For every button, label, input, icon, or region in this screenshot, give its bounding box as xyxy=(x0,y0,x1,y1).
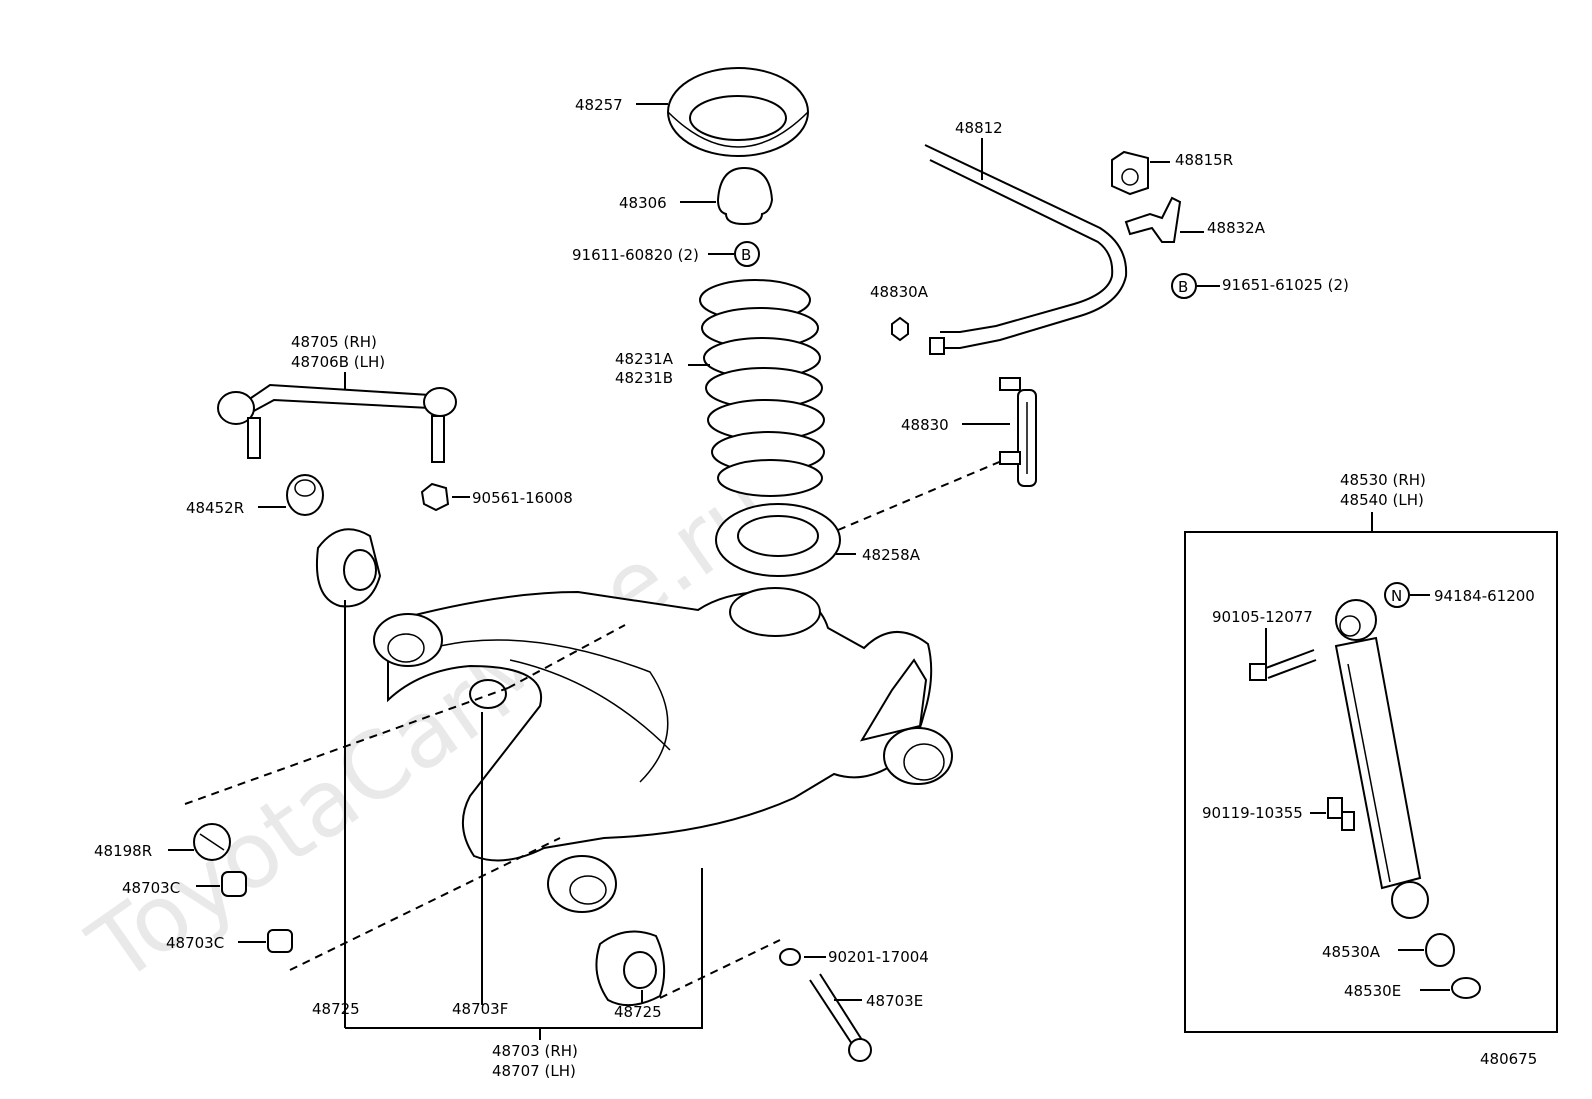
part-48725-left-label[interactable]: 48725 xyxy=(312,1000,360,1018)
coil-spring xyxy=(699,279,825,497)
hex-nut xyxy=(420,482,450,512)
part-48703c-top-label[interactable]: 48703C xyxy=(122,879,180,897)
part-48306-label[interactable]: 48306 xyxy=(619,194,667,212)
shock-absorber xyxy=(1334,599,1429,919)
part-48830a-label[interactable]: 48830A xyxy=(870,283,929,301)
part-90201-label[interactable]: 90201-17004 xyxy=(828,948,929,966)
part-48198r-label[interactable]: 48198R xyxy=(94,842,152,860)
part-90119-label[interactable]: 90119-10355 xyxy=(1202,804,1303,822)
part-48703f-label[interactable]: 48703F xyxy=(452,1000,508,1018)
part-91611-label[interactable]: 91611-60820 (2) xyxy=(572,246,699,264)
marker-n-icon xyxy=(1384,582,1410,608)
part-90561-label[interactable]: 90561-16008 xyxy=(472,489,573,507)
arm-bushing-left xyxy=(316,528,382,608)
part-48703rh-label[interactable]: 48703 (RH) xyxy=(492,1042,578,1060)
stabilizer-bar xyxy=(924,144,1128,355)
part-48258a-label[interactable]: 48258A xyxy=(862,546,921,564)
part-48705-label[interactable]: 48705 (RH) xyxy=(291,333,377,351)
part-48703e-label[interactable]: 48703E xyxy=(866,992,923,1010)
part-48231b-label[interactable]: 48231B xyxy=(615,369,673,387)
collar xyxy=(221,871,247,897)
marker-b-text: B xyxy=(1178,278,1188,296)
part-48725-right-label[interactable]: 48725 xyxy=(614,1003,662,1021)
stabilizer-bushing xyxy=(1111,150,1149,196)
part-48707lh-label[interactable]: 48707 (LH) xyxy=(492,1062,576,1080)
part-48530a-label[interactable]: 48530A xyxy=(1322,943,1381,961)
hex-nut xyxy=(891,316,909,342)
shock-cushion xyxy=(1425,933,1455,967)
part-94184-label[interactable]: 94184-61200 xyxy=(1434,587,1535,605)
rod-cushion xyxy=(286,474,324,516)
part-91651-label[interactable]: 91651-61025 (2) xyxy=(1222,276,1349,294)
washer xyxy=(779,948,801,966)
shock-absorber-box xyxy=(1184,531,1558,1033)
bump-stopper xyxy=(716,166,774,226)
marker-b-text: B xyxy=(741,246,751,264)
marker-b-icon xyxy=(1171,273,1197,299)
part-90105-label[interactable]: 90105-12077 xyxy=(1212,608,1313,626)
part-48703c-label[interactable]: 48703C xyxy=(166,934,224,952)
shock-upper-bolt xyxy=(1249,649,1317,681)
marker-b-icon xyxy=(734,241,760,267)
spring-upper-seat xyxy=(667,67,809,157)
part-48530e-label[interactable]: 48530E xyxy=(1344,982,1401,1000)
part-48832a-label[interactable]: 48832A xyxy=(1207,219,1266,237)
lateral-control-rod xyxy=(217,383,457,463)
collar-nut xyxy=(267,929,293,953)
stabilizer-link xyxy=(999,377,1037,487)
part-48231a-label[interactable]: 48231A xyxy=(615,350,674,368)
spring-lower-insulator xyxy=(715,503,841,577)
stabilizer-bracket xyxy=(1124,196,1182,243)
part-48812-label[interactable]: 48812 xyxy=(955,119,1003,137)
part-48815r-label[interactable]: 48815R xyxy=(1175,151,1233,169)
arm-bolt xyxy=(809,973,872,1062)
marker-n-text: N xyxy=(1391,587,1402,605)
arm-bushing-right xyxy=(595,930,666,1007)
part-48706b-label[interactable]: 48706B (LH) xyxy=(291,353,385,371)
part-48257-label[interactable]: 48257 xyxy=(575,96,623,114)
diagram-id: 480675 xyxy=(1480,1050,1537,1068)
part-48830-label[interactable]: 48830 xyxy=(901,416,949,434)
arm-stopper xyxy=(193,823,231,861)
part-48530rh-label[interactable]: 48530 (RH) xyxy=(1340,471,1426,489)
part-48540lh-label[interactable]: 48540 (LH) xyxy=(1340,491,1424,509)
part-48452r-label[interactable]: 48452R xyxy=(186,499,244,517)
shock-retainer xyxy=(1451,977,1481,999)
shock-lower-bolt xyxy=(1327,797,1355,831)
lower-suspension-arm xyxy=(373,587,953,913)
